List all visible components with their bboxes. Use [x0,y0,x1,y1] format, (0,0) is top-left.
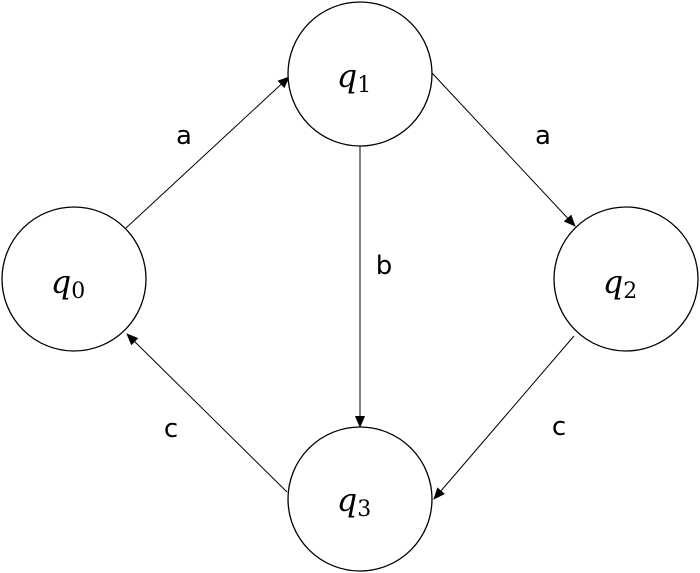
edge-label-q2-q3: c [552,412,566,442]
state-label: q2 [603,263,637,304]
state-q0: q0 [1,206,147,352]
transitions [125,72,576,500]
state-circle [553,206,699,352]
edge-q3-q0 [126,333,288,493]
edge-label-q1-q3: b [376,251,393,281]
edge-label-q1-q2: a [535,121,551,151]
state-q2: q2 [553,206,699,352]
state-q3: q3 [287,426,433,572]
transition-labels: a a b c c [164,121,566,444]
state-q1: q1 [287,1,433,147]
state-circle [287,426,433,572]
edge-label-q0-q1: a [176,121,192,151]
edge-label-q3-q0: c [164,414,178,444]
state-label: q0 [51,263,85,304]
edge-q2-q3 [433,335,575,500]
edge-q1-q2 [431,72,576,227]
state-circle [1,206,147,352]
edge-q0-q1 [125,76,290,229]
state-label: q3 [337,481,371,522]
state-label: q1 [337,57,371,98]
state-circle [287,1,433,147]
